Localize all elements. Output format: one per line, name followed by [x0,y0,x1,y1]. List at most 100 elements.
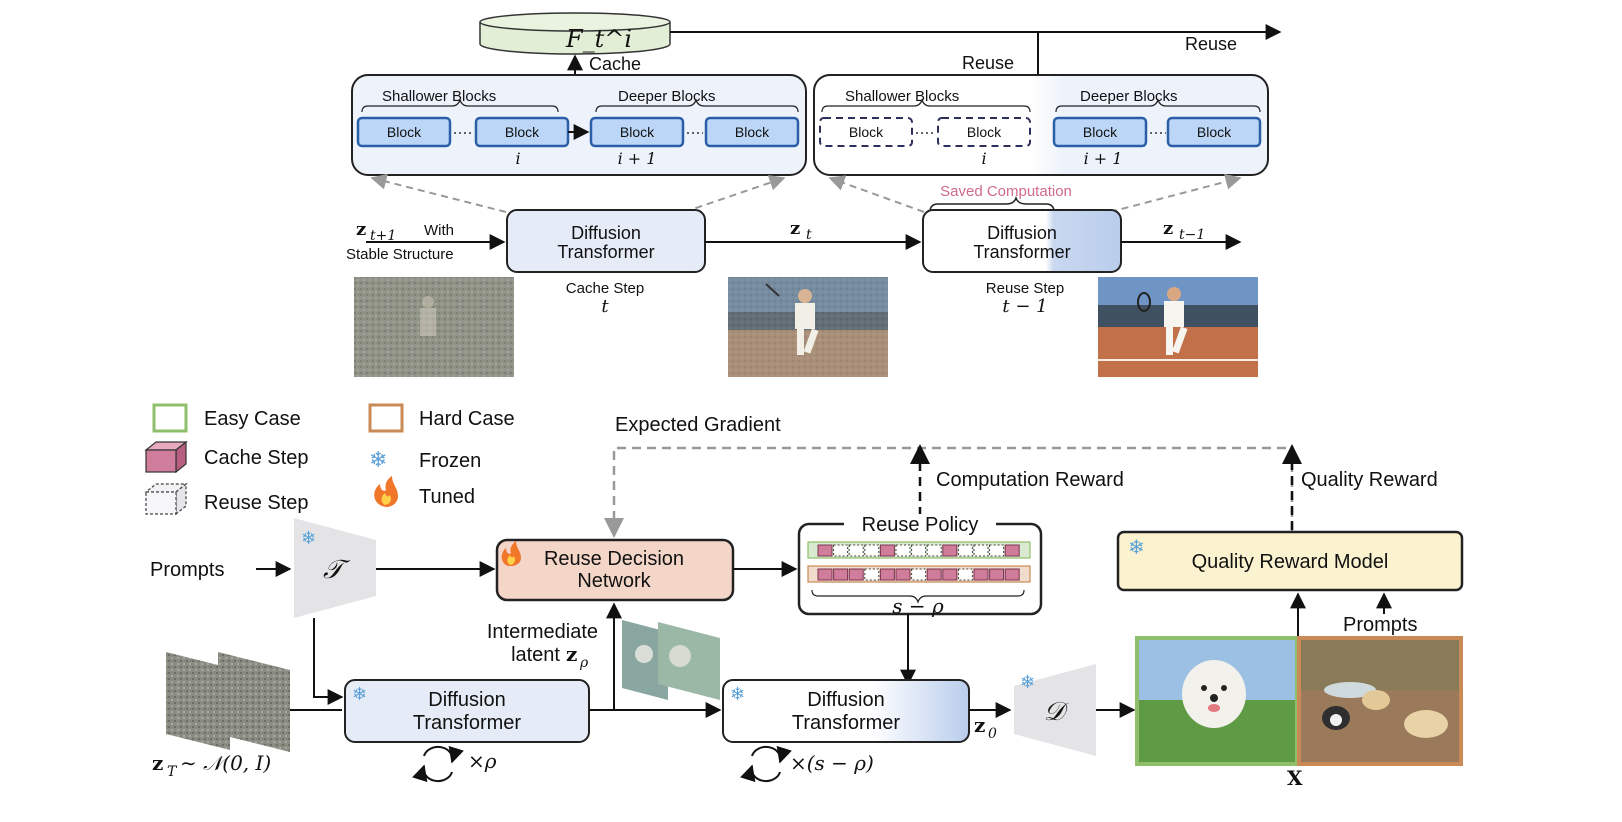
svg-text:Block: Block [387,124,422,140]
reuse-step-label: Reuse Step [986,280,1064,297]
svg-text:t+1: t+1 [370,228,396,244]
svg-text:Block: Block [967,124,1002,140]
left-shallower-label: Shallower Blocks [382,88,496,105]
policy-cell [817,568,833,581]
policy-cell [848,544,864,557]
right-shallower-label: Shallower Blocks [845,88,959,105]
left-block-group: Shallower Blocks Deeper Blocks Block Blo… [351,74,807,176]
svg-text:t−1: t−1 [1179,227,1205,243]
svg-text:Diffusion: Diffusion [571,223,641,243]
policy-cell [895,568,911,581]
svg-text:Transformer: Transformer [557,242,654,262]
times-s-rho-label: ×(s − ρ) [790,751,874,775]
computation-reward-label: Computation Reward [936,469,1124,491]
loop-icon-rho [412,745,464,783]
policy-cell [989,544,1005,557]
feature-cache-label: F_t^i [565,25,632,53]
right-index-i: i [981,149,986,168]
svg-text:Reuse Policy: Reuse Policy [862,514,979,536]
decision-fire-icon [501,541,521,566]
s-minus-rho-label: s − ρ [892,594,944,618]
dit-right-snowflake-icon: ❄ [730,684,745,704]
policy-cell [879,544,895,557]
svg-text:Block: Block [505,124,540,140]
right-deeper-label: Deeper Blocks [1080,88,1178,105]
decoder: ❄ 𝒟 [1014,664,1096,756]
decoder-snowflake-icon: ❄ [1020,672,1035,692]
left-index-i1: i + 1 [618,149,657,168]
easy-case-swatch [152,403,188,433]
svg-text:Block: Block [849,124,884,140]
policy-cell [926,568,942,581]
policy-cell [942,544,958,557]
svg-text:Transformer: Transformer [792,712,901,734]
quality-reward-label: Quality Reward [1301,469,1438,491]
left-shallower-brace [361,98,559,113]
snowflake-icon: ❄ [369,447,387,472]
svg-text:Reuse Decision: Reuse Decision [544,548,684,570]
left-block-1 [356,116,452,148]
left-block-i1 [589,116,685,148]
policy-cell [1004,568,1020,581]
policy-cell [957,544,973,557]
reuse-decision-network: Reuse Decision Network [495,538,735,602]
right-block-1-skipped [819,117,913,147]
z-t-label: z [790,218,800,239]
policy-cell [864,568,880,581]
policy-cell [973,544,989,557]
reuse-step-cube-icon [144,482,188,516]
legend-reuse-step: Reuse Step [204,492,309,514]
legend: Easy Case Hard Case Cache Step ❄ Frozen … [144,403,515,516]
svg-text:Block: Block [1083,124,1118,140]
policy-cell [864,544,880,557]
feature-cache-cylinder: F_t^i [479,12,671,55]
reuse-label-mid: Reuse [962,53,1014,73]
svg-text:latent: latent [511,644,560,666]
cache-label: Cache [589,54,641,74]
text-encoder: ❄ 𝒯 [294,518,376,618]
encoder-snowflake-icon: ❄ [301,528,316,548]
z0-label: z [974,713,985,737]
expected-gradient-loop [604,446,1294,538]
svg-text:Block: Block [1197,124,1232,140]
latent-zT-image [166,652,290,752]
svg-text:t: t [806,227,812,243]
reuse-policy-box: Reuse Policy s − ρ [797,514,1043,618]
policy-cell [833,568,849,581]
left-deeper-brace [595,98,799,113]
dit-left-snowflake-icon: ❄ [352,684,367,704]
left-block-last [704,116,800,148]
svg-text:Transformer: Transformer [973,242,1070,262]
policy-cell [957,568,973,581]
quality-reward-model: ❄ Quality Reward Model [1116,530,1464,592]
output-image-easy [1135,636,1299,766]
bottom-dit-left: ❄ Diffusion Transformer [344,679,590,743]
policy-cell [973,568,989,581]
legend-cache-step: Cache Step [204,447,309,469]
policy-cell [942,568,958,581]
right-block-last [1166,116,1262,148]
output-image-hard [1297,636,1463,766]
cache-step-cube-icon [144,440,188,474]
policy-cell [848,568,864,581]
svg-text:Diffusion: Diffusion [987,223,1057,243]
left-index-i: i [515,149,520,168]
svg-text:Network: Network [577,570,651,592]
svg-text:With: With [424,222,454,239]
svg-text:∼ 𝒩(0, I): ∼ 𝒩(0, I) [180,751,271,775]
svg-text:0: 0 [988,726,997,742]
policy-cell [989,568,1005,581]
x-label: X [1287,766,1303,790]
prompts2-label: Prompts [1343,614,1417,636]
zT-label: z [152,751,163,775]
noisy-image-t1 [354,277,514,377]
z-rho-label: z [566,642,577,666]
right-block-i1 [1052,116,1148,148]
partial-image-t [728,277,888,377]
saved-computation-brace [929,195,1055,213]
policy-cell [833,544,849,557]
quality-snowflake-icon: ❄ [1128,537,1145,559]
svg-text:Block: Block [620,124,655,140]
svg-text:Diffusion: Diffusion [428,689,505,711]
